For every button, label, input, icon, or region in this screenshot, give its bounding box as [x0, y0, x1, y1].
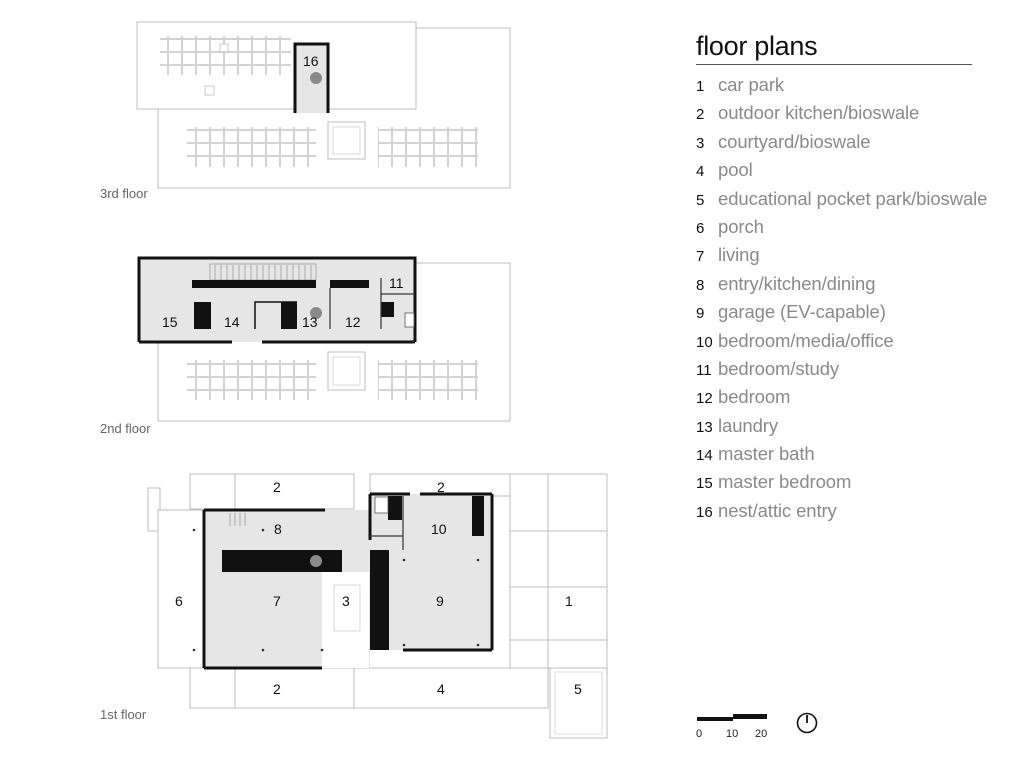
legend-item: 11 bedroom/study — [696, 355, 1006, 383]
legend-item-number: 5 — [696, 191, 705, 209]
room-number-12: 12 — [345, 314, 361, 330]
legend-item-number: 9 — [696, 305, 705, 323]
legend-item-label: laundry — [718, 414, 778, 436]
legend-item-label: porch — [718, 215, 764, 237]
legend-item-label: master bedroom — [718, 471, 852, 493]
legend-item-number: 15 — [696, 475, 713, 493]
legend-item: 8 entry/kitchen/dining — [696, 270, 1006, 298]
room-number-3: 3 — [342, 593, 350, 609]
legend-item-number: 12 — [696, 390, 713, 408]
legend-item-label: master bath — [718, 443, 815, 465]
legend-item: 6 porch — [696, 213, 1006, 241]
legend-item: 3 courtyard/bioswale — [696, 128, 1006, 156]
skylight — [327, 121, 366, 160]
legend-item: 2 outdoor kitchen/bioswale — [696, 99, 1006, 127]
kitchen-island — [222, 550, 342, 572]
third-floor-plan: 16 — [136, 21, 511, 189]
legend-item: 7 living — [696, 241, 1006, 269]
room-number-7: 7 — [273, 593, 281, 609]
legend-title: floor plans — [696, 30, 972, 65]
room-number-8: 8 — [274, 521, 282, 537]
legend-item-number: 10 — [696, 333, 713, 351]
ladder-icon — [310, 555, 322, 567]
solar-panel-array — [187, 360, 316, 400]
scale-bar: 0 10 20 — [696, 710, 836, 760]
room-number-6: 6 — [175, 593, 183, 609]
north-arrow-icon — [796, 712, 818, 734]
room-number-2: 2 — [273, 681, 281, 697]
legend-item-number: 7 — [696, 248, 705, 266]
legend-item: 16 nest/attic entry — [696, 497, 1006, 525]
scale-bar-graphic — [697, 714, 767, 721]
room-number-5: 5 — [574, 681, 582, 697]
scale-tick-10: 10 — [726, 728, 739, 740]
legend-item-number: 4 — [696, 163, 705, 181]
legend-list: 1 car park 2 outdoor kitchen/bioswale 3 court… — [696, 71, 1006, 525]
legend-item-number: 8 — [696, 276, 705, 294]
legend-item: 4 pool — [696, 156, 1006, 184]
skylight — [327, 351, 366, 391]
legend-item-label: bedroom/study — [718, 357, 840, 379]
floor-label-first: 1st floor — [100, 707, 147, 722]
legend-item: 5 educational pocket park/bioswale — [696, 185, 1006, 213]
floor-plans-legend: floor plans 1 car park 2 outdoor kitchen/bi… — [696, 30, 1006, 525]
room-number-2: 2 — [437, 479, 445, 495]
room-number-14: 14 — [224, 314, 240, 330]
floor-label-third: 3rd floor — [100, 186, 148, 201]
legend-item-label: educational pocket park/bioswale — [718, 187, 988, 209]
room-number-13: 13 — [302, 314, 318, 330]
room-number-11: 11 — [389, 275, 404, 291]
legend-item-label: pool — [718, 159, 753, 181]
legend-item-label: bedroom — [718, 386, 791, 408]
room-number-1: 1 — [565, 593, 573, 609]
solar-panel-array — [378, 360, 478, 400]
legend-item-number: 1 — [696, 78, 705, 95]
legend-item: 12 bedroom — [696, 383, 1006, 411]
legend-item-number: 11 — [696, 361, 712, 379]
room-number-4: 4 — [437, 681, 445, 697]
legend-item-number: 2 — [696, 106, 705, 124]
ladder-icon — [310, 72, 322, 84]
legend-item-label: bedroom/media/office — [718, 329, 894, 351]
legend-item-label: car park — [718, 74, 785, 95]
legend-item-label: entry/kitchen/dining — [718, 272, 876, 294]
scale-tick-20: 20 — [755, 728, 768, 740]
legend-item-number: 3 — [696, 134, 705, 152]
room-number-2: 2 — [273, 479, 281, 495]
garage-wall — [370, 550, 389, 650]
legend-item-number: 6 — [696, 219, 705, 237]
room-number-9: 9 — [436, 593, 444, 609]
solar-panel-array — [378, 127, 478, 167]
ladder-icon — [310, 307, 322, 319]
solar-panel-array — [187, 127, 316, 167]
legend-item-label: outdoor kitchen/bioswale — [718, 102, 920, 124]
first-floor-plan: 2 2 2 4 5 1 6 7 8 3 9 10 — [147, 473, 608, 739]
scale-tick-0: 0 — [696, 728, 703, 740]
legend-item-number: 16 — [696, 503, 713, 521]
legend-item-label: living — [718, 244, 760, 266]
floor-label-second: 2nd floor — [100, 421, 151, 436]
legend-item: 1 car park — [696, 71, 1006, 99]
legend-item: 10 bedroom/media/office — [696, 327, 1006, 355]
legend-item: 13 laundry — [696, 412, 1006, 440]
legend-item: 15 master bedroom — [696, 468, 1006, 496]
legend-item: 14 master bath — [696, 440, 1006, 468]
solar-panel-array — [160, 36, 291, 75]
second-floor-plan: 15 14 13 12 11 — [137, 256, 511, 422]
legend-item: 9 garage (EV-capable) — [696, 298, 1006, 326]
legend-item-number: 13 — [696, 418, 713, 436]
legend-item-label: nest/attic entry — [718, 499, 837, 521]
room-number-10: 10 — [431, 521, 447, 537]
pocket-park — [549, 667, 608, 739]
room-number-15: 15 — [162, 314, 178, 330]
room-number-16: 16 — [303, 53, 319, 69]
legend-item-label: garage (EV-capable) — [718, 301, 886, 323]
legend-item-label: courtyard/bioswale — [718, 130, 871, 152]
legend-item-number: 14 — [696, 447, 713, 465]
